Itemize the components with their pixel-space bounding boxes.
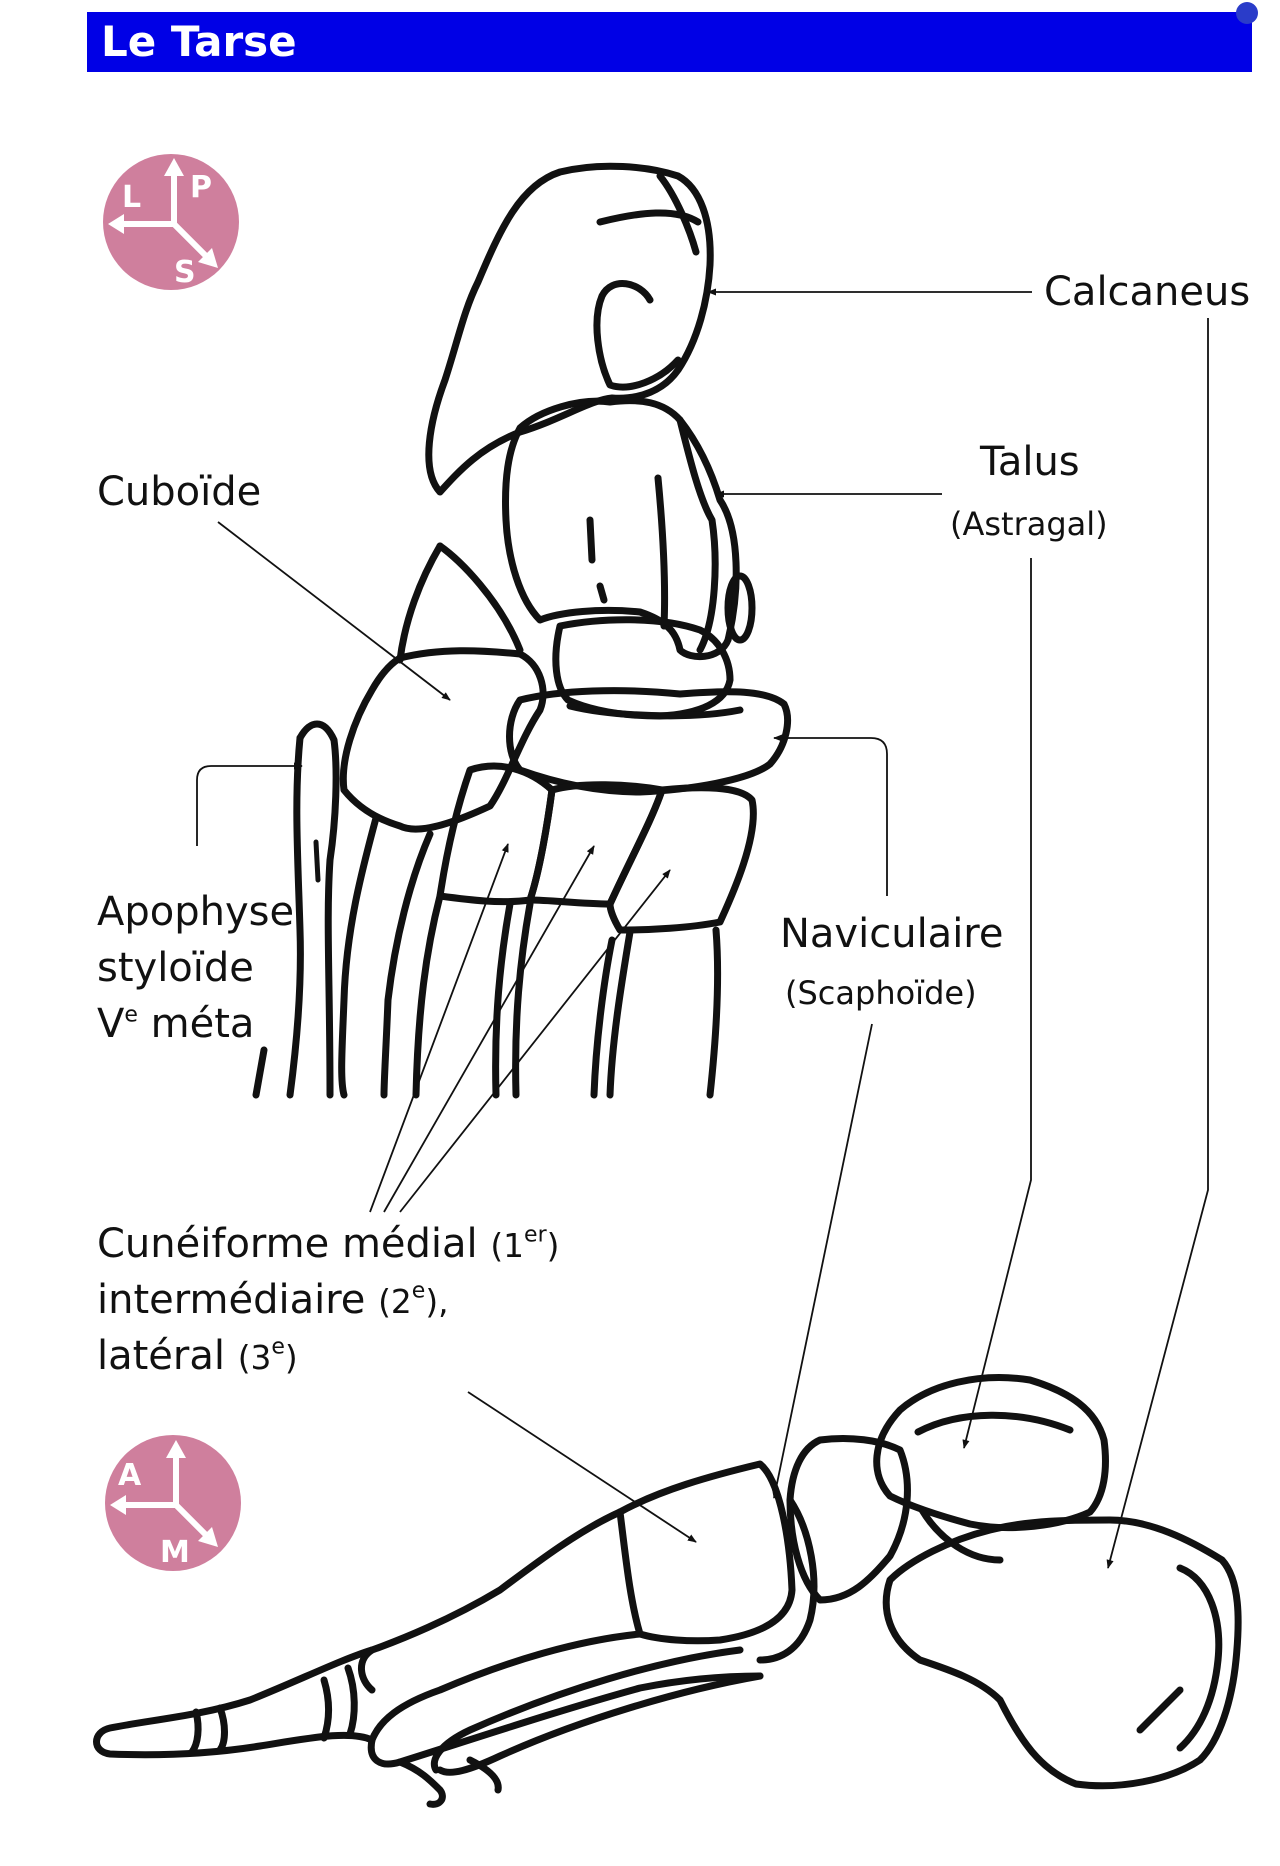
naviculaire-top-bone <box>506 687 791 796</box>
label-cuneiforme-line1: Cunéiforme médial (1er) <box>97 1220 559 1268</box>
label-cuneiforme-line3: latéral (3e) <box>97 1332 298 1380</box>
label-apophyse-line1: Apophyse <box>97 889 295 935</box>
metatarsal-4-top <box>338 814 380 1099</box>
leader-lines <box>196 288 1209 1569</box>
leader-cuneiforme-medial <box>369 843 509 1213</box>
calcaneus-side-bone <box>882 1516 1242 1790</box>
cuneiforme-lateral-text: latéral <box>97 1333 238 1379</box>
page-title: Le Tarse <box>87 2 1258 72</box>
cuneiforme-medial-paren-a: (1 <box>490 1227 525 1265</box>
metatarsal-2-top <box>512 900 534 1099</box>
cuneiforme-medial-text: Cunéiforme médial <box>97 1221 491 1267</box>
label-cuboide: Cuboïde <box>97 469 262 515</box>
leader-apophyse <box>196 762 303 846</box>
cuneiforme-side-bone <box>616 1460 796 1645</box>
cuneiforme-lateral-paren-b: ) <box>284 1339 298 1377</box>
talus-side-bone <box>873 1374 1109 1532</box>
compass-bottom-letter-m: M <box>160 1535 190 1570</box>
cuneiforme-medial-sup: er <box>524 1222 547 1248</box>
cuneiforme-medial-top <box>606 784 757 934</box>
compass-top-letter-p: P <box>190 170 212 205</box>
leader-talus-side <box>962 558 1032 1449</box>
label-talus-alt: (Astragal) <box>950 505 1108 543</box>
compass-bottom: A M <box>105 1435 241 1571</box>
cuneiforme-intermediaire-paren-a: (2 <box>378 1283 412 1321</box>
cuneiforme-intermediaire-text: intermédiaire <box>97 1277 379 1323</box>
cuboide-side-bone <box>756 1496 818 1664</box>
leader-cuneiforme-intermediaire <box>383 845 595 1213</box>
label-calcaneus: Calcaneus <box>1044 269 1251 315</box>
apophyse-v: V <box>97 1001 125 1047</box>
leader-naviculaire-top <box>773 734 888 896</box>
compass-bottom-letter-a: A <box>118 1458 142 1493</box>
compass-top: L P S <box>103 154 239 290</box>
calcaneus-top-bone <box>425 162 714 496</box>
leader-naviculaire-side <box>772 1023 873 1499</box>
cuneiforme-intermediaire-paren-b: ), <box>425 1283 449 1321</box>
apophyse-sup: e <box>124 1002 138 1028</box>
cuneiforme-intermediaire-sup: e <box>411 1278 426 1304</box>
leader-cuneiforme-side <box>467 1391 697 1543</box>
cuneiforme-medial-paren-b: ) <box>546 1227 560 1265</box>
phalanges-side <box>93 1646 376 1759</box>
page-title-text: Le Tarse <box>101 17 297 66</box>
apophyse-meta: méta <box>137 1001 255 1047</box>
label-naviculaire-alt: (Scaphoïde) <box>785 974 977 1012</box>
label-naviculaire: Naviculaire <box>780 911 1004 957</box>
talus-head-top <box>552 616 734 720</box>
talus-top-bone <box>502 397 740 661</box>
metatarsal-2-side <box>431 1646 744 1774</box>
metatarsal-3-top <box>412 892 444 1099</box>
metatarsal-1-side <box>367 1630 764 1768</box>
metatarsal-1-top <box>606 928 634 1099</box>
metatarsal-5-top <box>296 720 340 1099</box>
leader-cuneiforme-lateral <box>399 869 671 1213</box>
leader-cuboide-top <box>217 521 451 701</box>
label-talus: Talus <box>980 439 1080 485</box>
label-cuneiforme-line2: intermédiaire (2e), <box>97 1276 449 1324</box>
compass-top-letter-l: L <box>122 180 141 215</box>
label-apophyse-line3: Ve méta <box>97 1000 254 1048</box>
cuneiforme-lateral-sup: e <box>271 1334 285 1360</box>
cuboide-top-bone <box>339 647 547 833</box>
cuneiforme-lateral-paren-a: (3 <box>237 1339 272 1377</box>
leader-calcaneus-side <box>1106 318 1209 1569</box>
label-apophyse-line2: styloïde <box>97 945 254 991</box>
corner-mark <box>1236 2 1258 24</box>
compass-top-letter-s: S <box>174 255 196 290</box>
